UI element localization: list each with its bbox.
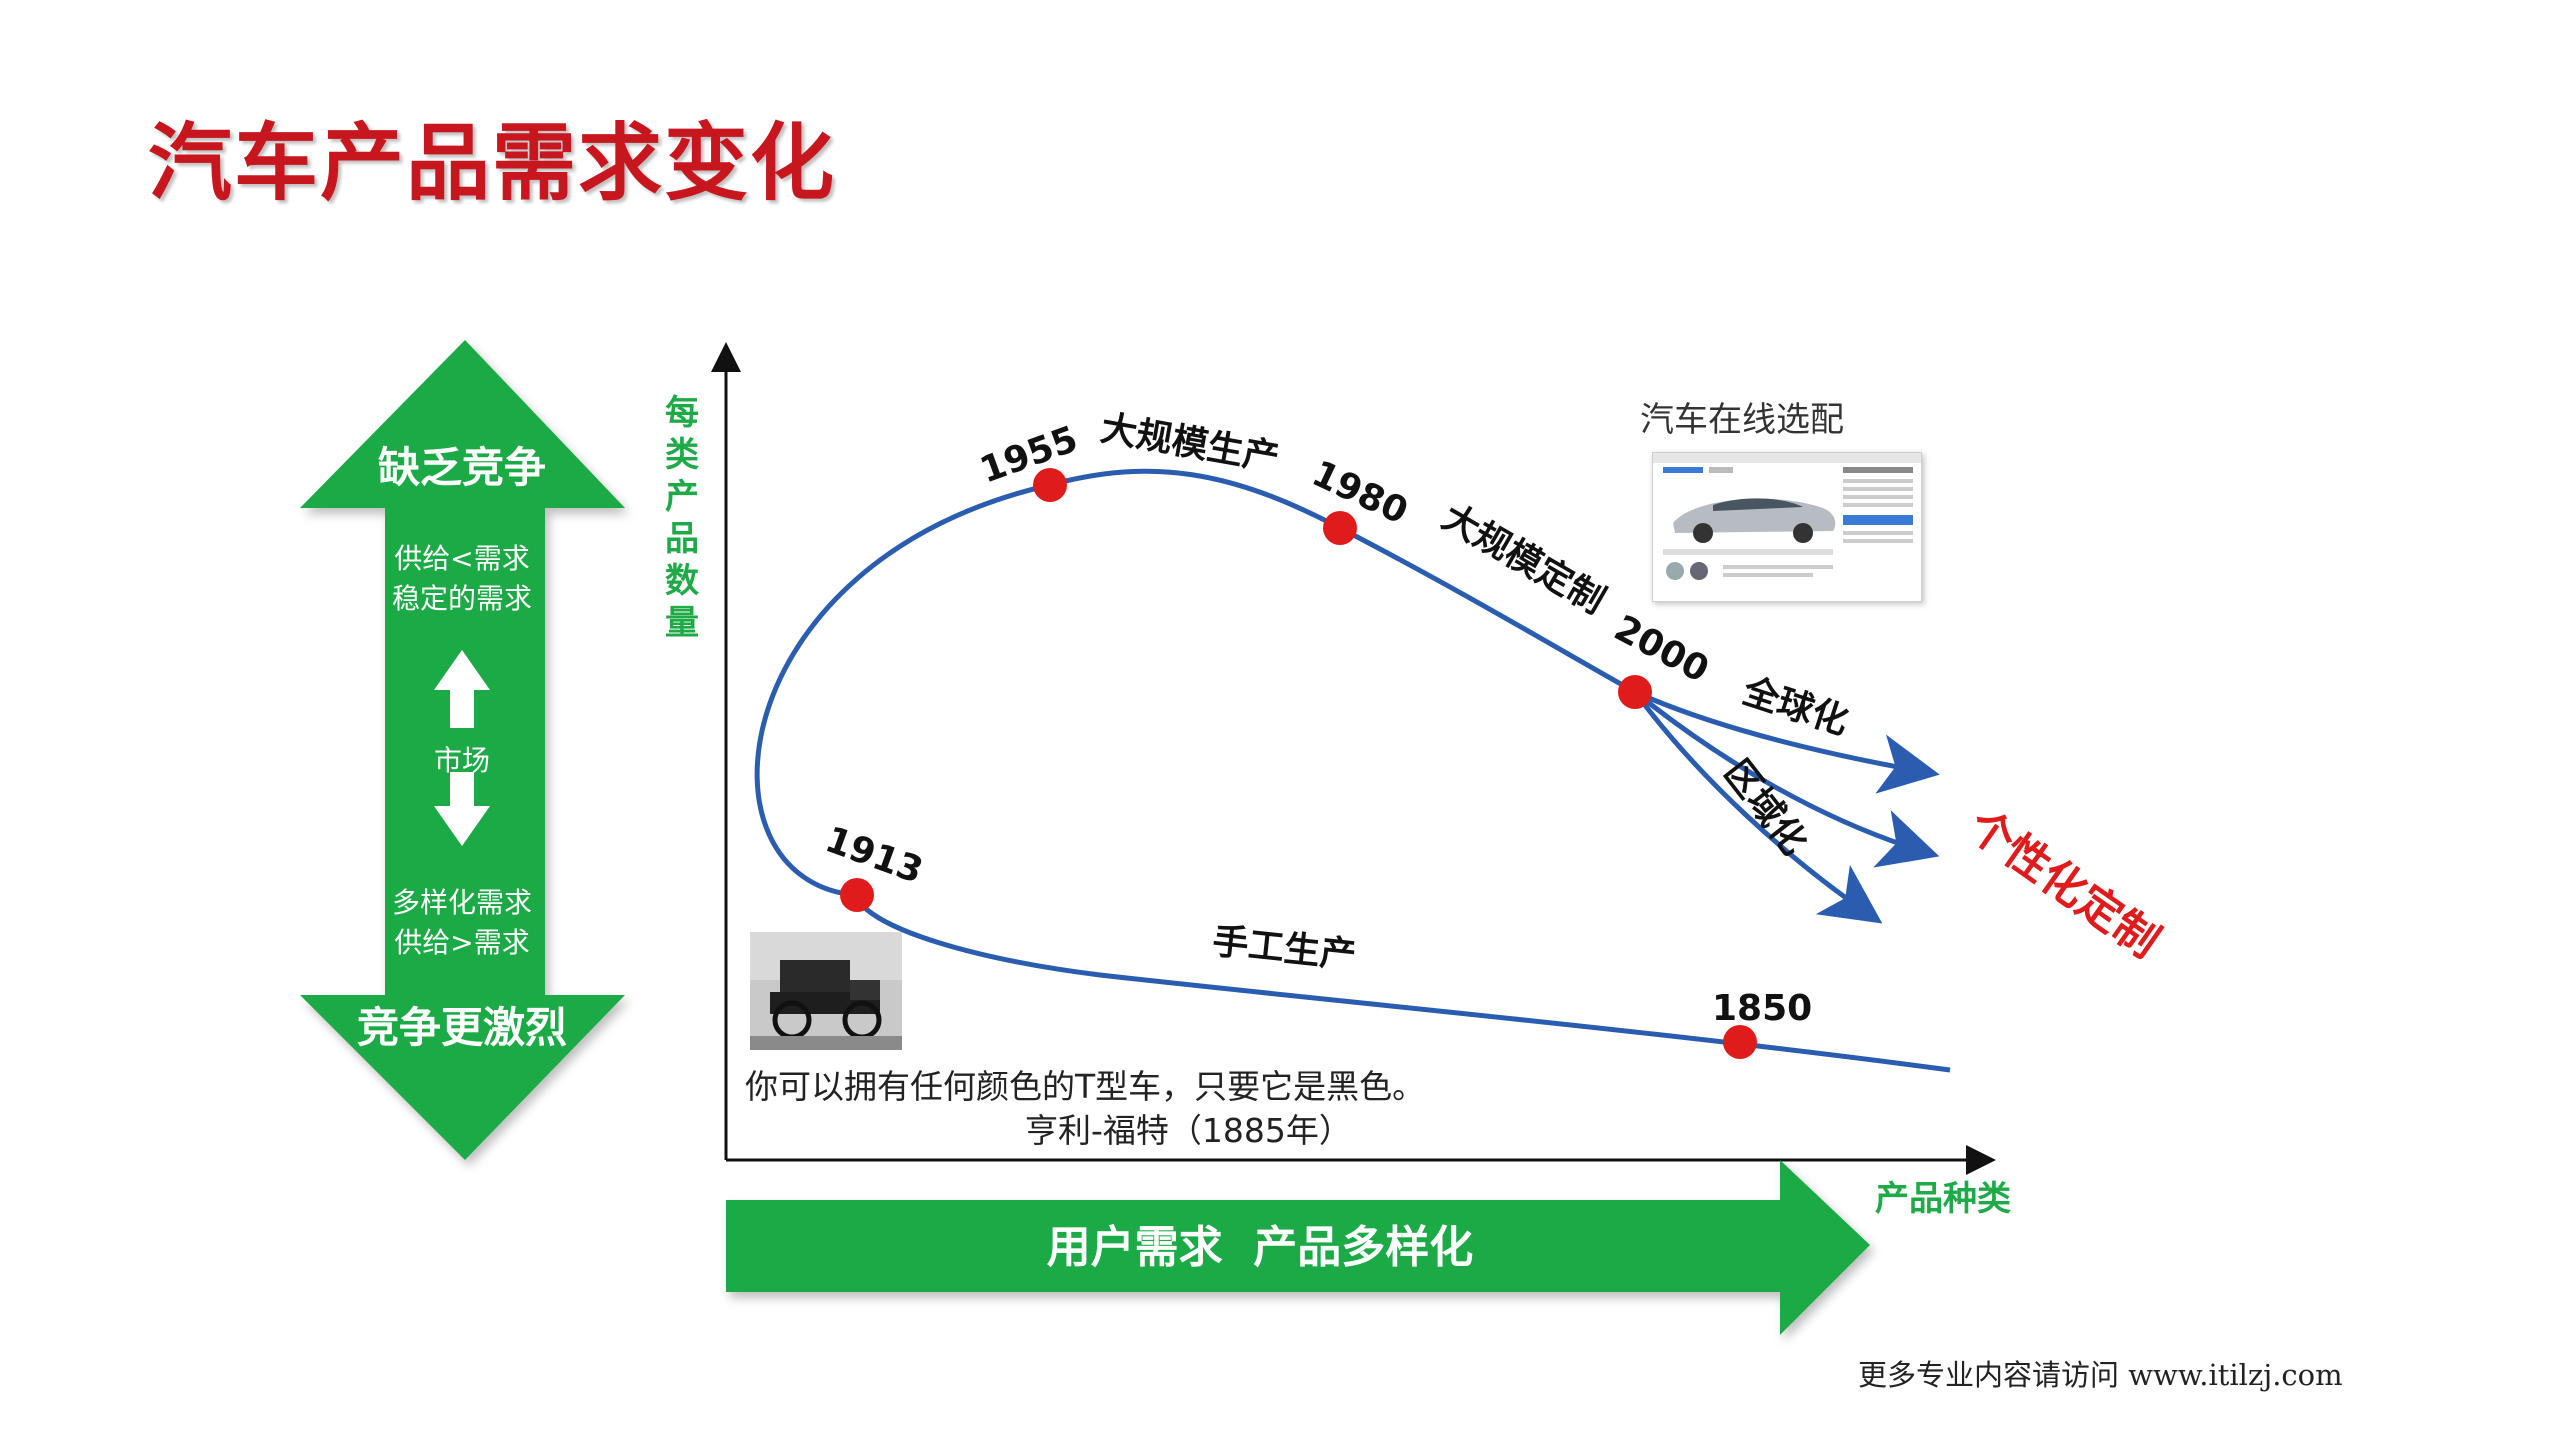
arrow-middle-label: 市场 — [434, 744, 490, 777]
market-double-arrow — [300, 340, 625, 1160]
arrow-upper-line2: 稳定的需求 — [392, 582, 532, 615]
page-title: 汽车产品需求变化 — [148, 114, 837, 212]
footer-link-text: 更多专业内容请访问 www.itilzj.com — [1858, 1358, 2343, 1392]
branch-globalization — [1633, 689, 1940, 794]
quote-text: 你可以拥有任何颜色的T型车，只要它是黑色。 — [745, 1067, 1426, 1106]
ford-quote: 你可以拥有任何颜色的T型车，只要它是黑色。 亨利-福特（1885年） — [745, 1065, 1545, 1153]
year-1913: 1913 — [820, 819, 928, 892]
arrow-lower-line1: 多样化需求 — [392, 886, 532, 919]
bottom-diversification-arrow — [726, 1160, 1870, 1335]
arrow-lower-line2: 供给>需求 — [394, 926, 529, 959]
phase-handcraft: 手工生产 — [1210, 921, 1358, 977]
car-configurator-screenshot — [1652, 452, 1922, 602]
dot-1955 — [1033, 468, 1067, 502]
up-arrow-icon — [434, 650, 490, 728]
dot-1850 — [1723, 1025, 1757, 1059]
dot-2000 — [1618, 675, 1652, 709]
phase-personalization: 个性化定制 — [1959, 800, 2168, 968]
year-1850: 1850 — [1712, 988, 1812, 1029]
branch-regionalization — [1632, 690, 1883, 924]
arrow-upper-line1: 供给<需求 — [394, 542, 529, 575]
year-2000: 2000 — [1608, 608, 1716, 691]
arrow-bottom-label: 竞争更激烈 — [357, 1003, 567, 1052]
model-t-photo — [750, 932, 902, 1050]
phase-regionalization: 区域化 — [1716, 752, 1815, 862]
branch-personalization — [1633, 690, 1940, 868]
online-config-label: 汽车在线选配 — [1640, 400, 1844, 440]
phase-mass-production: 大规模生产 — [1098, 408, 1282, 480]
bottom-arrow-label: 用户需求 产品多样化 — [1047, 1222, 1474, 1273]
arrow-top-label: 缺乏竞争 — [378, 443, 546, 492]
phase-mass-customization: 大规模定制 — [1435, 497, 1611, 623]
x-axis-label: 产品种类 — [1875, 1179, 2011, 1219]
y-axis-label: 每类产品数量 — [665, 393, 699, 643]
down-arrow-icon — [434, 772, 490, 846]
dot-1980 — [1323, 511, 1357, 545]
quote-author: 亨利-福特（1885年） — [1025, 1111, 1352, 1150]
dot-1913 — [840, 878, 874, 912]
